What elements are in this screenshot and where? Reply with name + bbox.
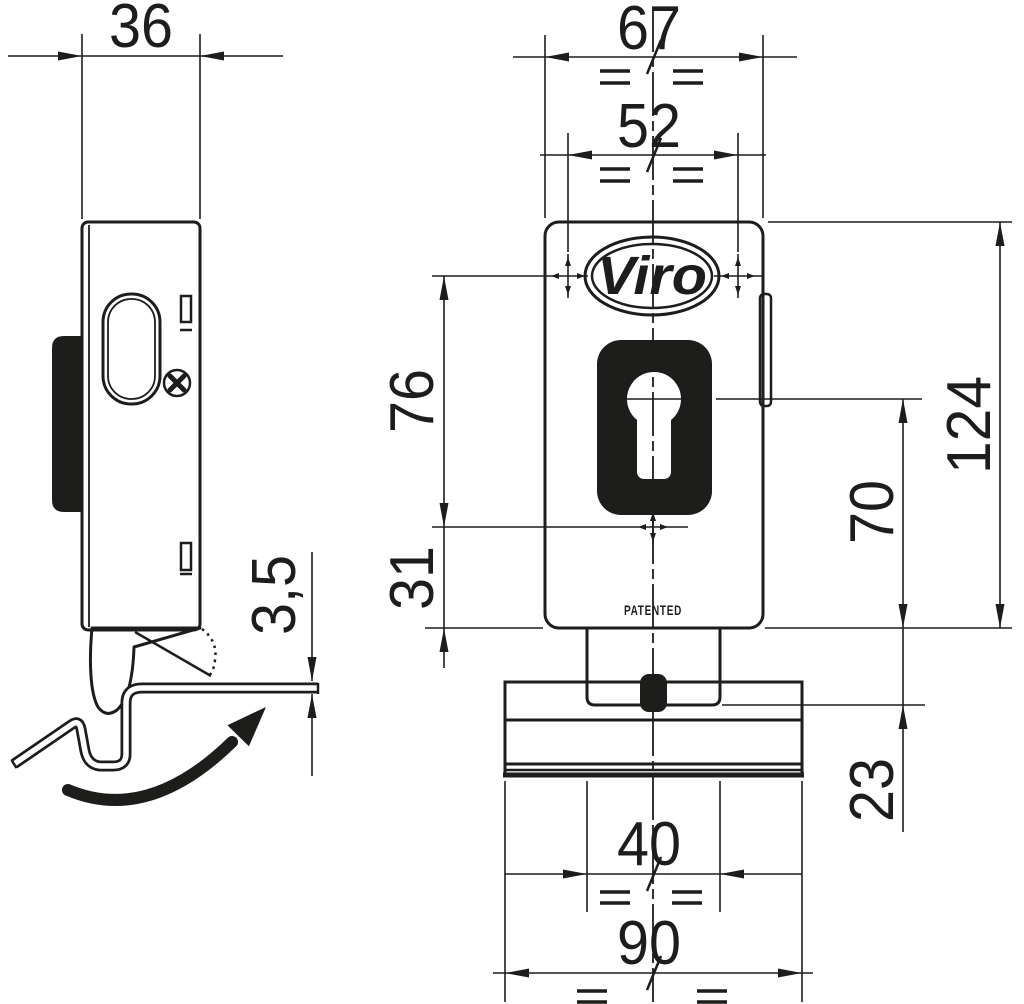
latch-open-position [201,628,217,678]
side-pill-emboss [101,292,162,406]
arrowhead [58,51,82,61]
side-view: 36 [8,0,320,806]
arrowhead [307,694,317,718]
side-body [80,220,202,632]
extension-lines [425,35,1012,1002]
dim-label-67: 67 [617,0,681,63]
keyhole-cylinder-stem [637,399,671,479]
dim-label-76: 76 [378,369,447,433]
dim-front-width: 67 [513,0,797,85]
front-side-tab [758,292,773,408]
mount-hole-crosshair-right [714,254,762,298]
dim-side-depth: 36 [8,0,283,219]
equality-marks [600,69,703,85]
arrowhead [307,657,317,681]
equality-marks [600,167,703,183]
arrowhead [200,51,224,61]
equality-marks [600,890,702,905]
dim-label-52: 52 [617,92,681,161]
equality-marks [577,989,727,1004]
lock-stem [585,626,722,707]
dim-left-vertical: 76 31 [378,276,449,668]
dim-hole-spacing: 52 [540,92,766,183]
keyhole [597,340,712,515]
screw-icon [162,368,192,398]
front-view: Viro [378,0,1012,1004]
brand-name: Viro [597,246,707,306]
bracket-knob [640,674,667,712]
dim-label-31: 31 [378,546,447,610]
brand-logo: Viro [583,235,721,317]
dim-label-3-5: 3,5 [240,555,309,635]
front-body [543,220,765,630]
mounting-sheet [10,682,320,772]
side-rear-cover [52,336,82,512]
dim-label-70: 70 [838,480,907,544]
mount-hole-crosshair-left [548,254,588,298]
dim-stem-width: 40 [505,810,802,905]
dim-label-90: 90 [617,909,681,978]
dim-right-inner-vertical: 70 23 [838,399,908,832]
side-slot-upper [179,294,193,332]
rotation-arrow-icon [62,707,266,806]
dim-bracket-width: 90 [493,909,813,1004]
dim-sheet-thickness: 3,5 [240,552,317,776]
dim-label-40: 40 [617,810,681,879]
side-slot-lower [179,541,193,576]
dim-label-36: 36 [109,0,173,61]
dim-label-23: 23 [838,758,907,822]
side-latch [88,626,217,715]
dim-label-124: 124 [935,376,1004,474]
dim-body-height: 124 [935,222,1005,628]
